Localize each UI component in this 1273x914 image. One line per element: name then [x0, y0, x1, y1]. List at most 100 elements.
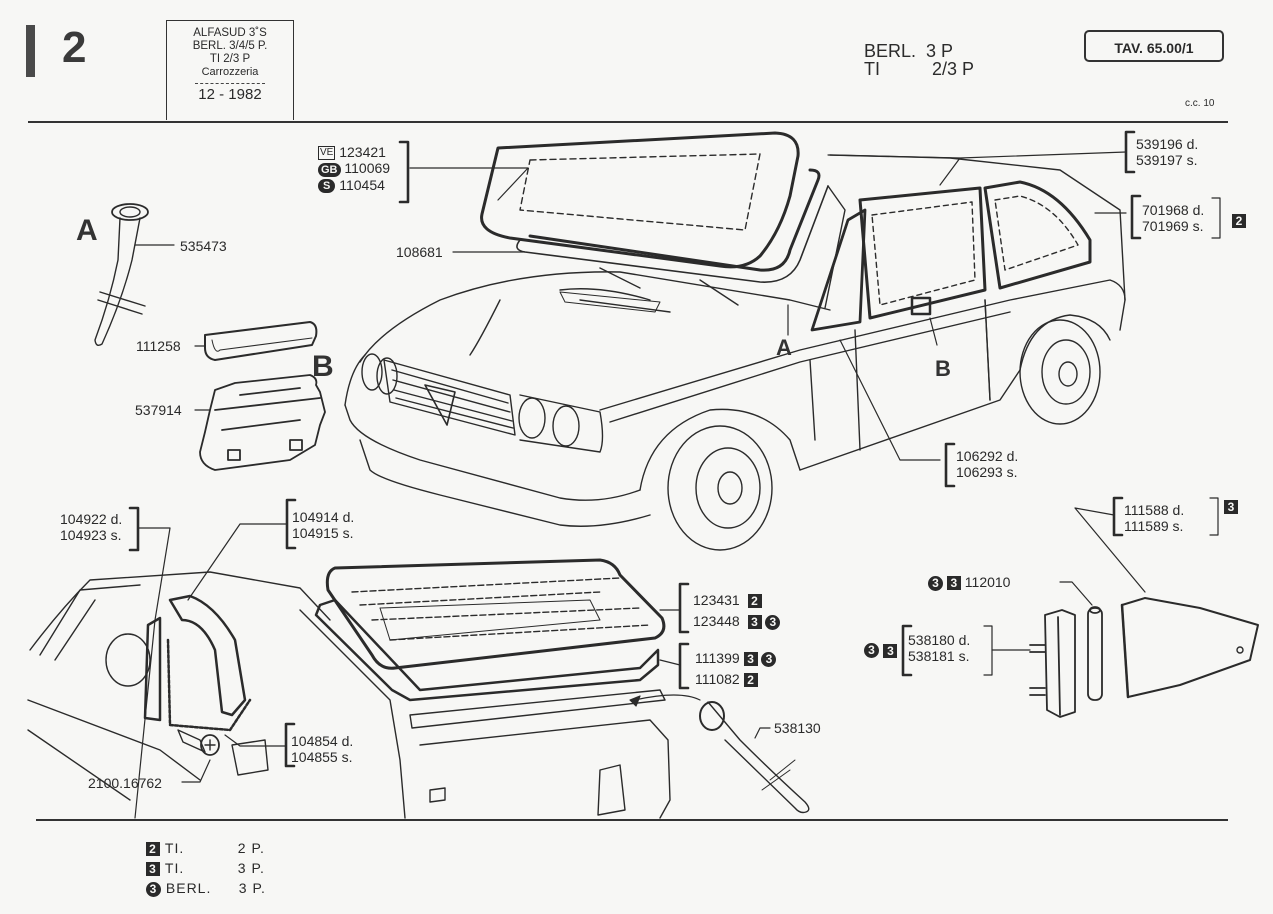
berl-3p-icon: 3: [765, 614, 781, 630]
part-code: 538181 s.: [908, 648, 970, 664]
callout-a-car: A: [776, 335, 792, 360]
sheet-marker-bar: [26, 25, 35, 77]
hinge-bracket-drawing: [991, 609, 1076, 718]
cc-reference: c.c. 10: [1185, 98, 1215, 109]
door-window-frame: [858, 186, 987, 320]
model-separator: [195, 83, 265, 84]
drain-tube-rear-code: 538130: [774, 720, 821, 736]
model-line: TI 2/3 P: [209, 53, 251, 65]
ti-2p-icon: 2: [146, 842, 160, 857]
s-market-icon: S: [318, 178, 336, 193]
callout-b: B: [312, 350, 334, 383]
model-line: Carrozzeria: [201, 66, 259, 78]
berl-3p-icon: 3: [761, 651, 777, 667]
windshield-seal: [528, 168, 821, 272]
ti-3p-icon: 3: [946, 576, 961, 591]
part-code: 701969 s.: [1142, 218, 1204, 234]
berl-3p-icon: 3: [928, 575, 943, 591]
drain-tube-a-drawing: [94, 203, 175, 347]
legend-row: 3 BERL. 3 P.: [146, 878, 266, 898]
ti-3p-icon: 3: [743, 652, 758, 667]
callout-a: A: [76, 214, 98, 247]
part-code: 104922 d.: [60, 511, 123, 527]
part-code: 104854 d.: [291, 733, 354, 749]
rear-wheel: [1019, 319, 1101, 425]
rear-window-seal-codes: 111399 3 3 111082 2: [695, 648, 777, 690]
legend: 2 TI. 2 P. 3 TI. 3 P. 3 BERL. 3 P.: [146, 838, 266, 898]
bracket-b-drawing: [194, 374, 326, 471]
legend-doors: 2 P.: [237, 840, 265, 856]
drain-tube-a-code: 535473: [180, 238, 227, 254]
hinge-bracket-codes: 538180 d. 538181 s.: [908, 632, 970, 664]
legend-doors: 3 P.: [237, 860, 265, 876]
ve-market-icon: VE: [318, 146, 336, 161]
front-quarter-frame: [810, 208, 867, 332]
legend-label: BERL.: [165, 880, 212, 896]
ti-2p-icon: 2: [747, 594, 762, 609]
hinge-pin-drawing: [1059, 581, 1103, 701]
ti-3p-icon: 3: [747, 615, 762, 630]
ti-3p-icon: 3: [1224, 500, 1238, 514]
part-code: 701968 d.: [1142, 202, 1205, 218]
rear-window-glass: [325, 558, 666, 670]
part-code: 539196 d.: [1136, 136, 1199, 152]
part-code: 110454: [339, 176, 385, 193]
front-car-drawing: [344, 131, 1126, 551]
header-divider: [28, 121, 1228, 123]
legend-doors: 3 P.: [238, 880, 266, 896]
part-code: 110069: [344, 160, 391, 177]
part-code: 104914 d.: [292, 509, 355, 525]
table-reference: TAV. 65.00/1: [1084, 30, 1224, 62]
part-code: 112010: [964, 574, 1011, 590]
model-line: ALFASUD 3˚S: [193, 27, 267, 39]
alfa-shield: [424, 384, 456, 426]
front-wheel: [667, 425, 773, 551]
pillar-seal-left: [143, 616, 162, 722]
model-line: BERL. 3/4/5 P.: [192, 40, 268, 52]
part-code: 106293 s.: [956, 464, 1018, 480]
part-code: 104915 s.: [292, 525, 354, 541]
part-code: 539197 s.: [1136, 152, 1198, 168]
berl-3p-icon: 3: [146, 881, 161, 897]
ti-3p-icon: 3: [883, 643, 898, 658]
variant-doors: 3 P: [926, 41, 954, 61]
part-code: 123448: [693, 613, 740, 629]
model-info-box: ALFASUD 3˚S BERL. 3/4/5 P. TI 2/3 P Carr…: [166, 20, 294, 120]
pillar-seal-right: [168, 594, 247, 717]
rear-car-drawing: [27, 558, 671, 819]
footer-divider: [36, 819, 1228, 821]
door-lock-b: [910, 296, 932, 316]
legend-label: TI.: [164, 860, 185, 876]
screw-drawing: [177, 729, 220, 756]
variant-name: BERL.: [864, 41, 917, 61]
door-seal-codes: 106292 d. 106293 s.: [956, 448, 1018, 480]
seal-strip-b-drawing: [194, 321, 318, 361]
legend-row: 2 TI. 2 P.: [146, 838, 266, 858]
windshield-seal-code: 108681: [396, 244, 443, 260]
rear-frame-seal-codes: 104854 d. 104855 s.: [291, 733, 353, 765]
legend-label: TI.: [164, 840, 185, 856]
drain-tube-rear-drawing: [699, 701, 810, 814]
callout-b-car: B: [935, 356, 951, 381]
part-code: 123431: [693, 592, 740, 608]
berl-3p-icon: 3: [864, 643, 879, 659]
quarter-glass-drawing: [1074, 507, 1259, 699]
part-code: 111588 d.: [1124, 502, 1185, 518]
part-code: 123421: [339, 144, 386, 160]
pillar-seal-right-codes: 104914 d. 104915 s.: [292, 509, 354, 541]
part-code: 538180 d.: [908, 632, 971, 648]
ti-2p-icon: 2: [743, 673, 758, 688]
model-date: 12 - 1982: [198, 86, 262, 103]
part-code: 104923 s.: [60, 527, 122, 543]
variant-doors: 2/3 P: [932, 59, 975, 79]
part-code: 111399: [695, 650, 740, 666]
leader-lines-front: [409, 151, 1127, 461]
windshield-glass: [480, 131, 800, 269]
seal-strip-code: 111258: [136, 338, 181, 354]
hinge-bracket-badges: 3 3: [864, 642, 898, 660]
windshield-codes: VE 123421 GB 110069 S 110454: [318, 144, 390, 193]
rear-side-window-frame: [983, 180, 1092, 290]
rear-window-seal: [314, 598, 660, 702]
